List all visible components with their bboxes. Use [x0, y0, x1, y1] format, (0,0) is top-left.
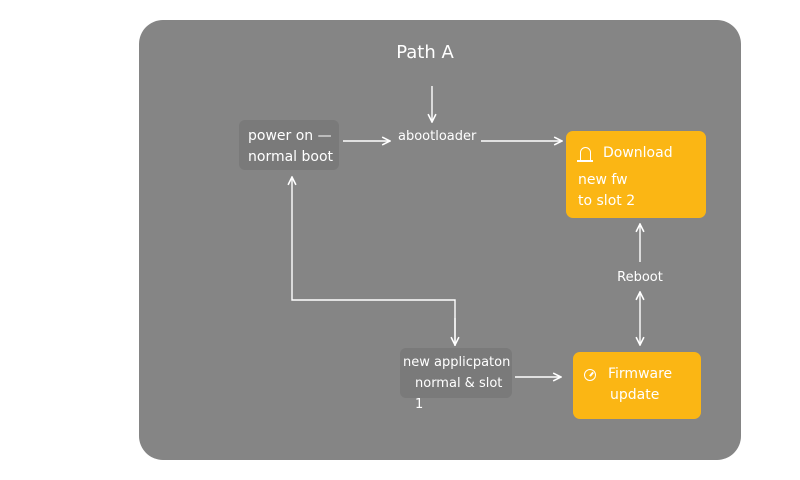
- node-firmware-update: Firmware update: [573, 352, 701, 419]
- download-icon: [577, 147, 593, 162]
- node-new-application: new applicpaton normal & slot 1: [400, 348, 512, 412]
- node-power-on: power on — normal boot: [239, 120, 339, 170]
- node-new-application-line1: new applicpaton: [403, 355, 511, 370]
- node-new-application-line2: normal & slot 1: [415, 376, 503, 412]
- node-firmware-line2: update: [610, 387, 660, 403]
- node-download-line1: Download: [603, 145, 673, 161]
- edge-label-reboot: Reboot: [617, 270, 663, 285]
- node-download-line2: new fw: [578, 172, 628, 188]
- node-power-on-line1: power on —: [248, 128, 332, 144]
- node-firmware-line1: Firmware: [608, 366, 673, 382]
- diagram-title: Path A: [396, 42, 454, 63]
- node-power-on-line2: normal boot: [248, 149, 334, 165]
- gauge-icon: [584, 368, 596, 381]
- edge-label-bootloader: abootloader: [398, 129, 477, 144]
- node-download-line3: to slot 2: [578, 193, 636, 209]
- node-download-firmware: Download new fw to slot 2: [566, 131, 706, 218]
